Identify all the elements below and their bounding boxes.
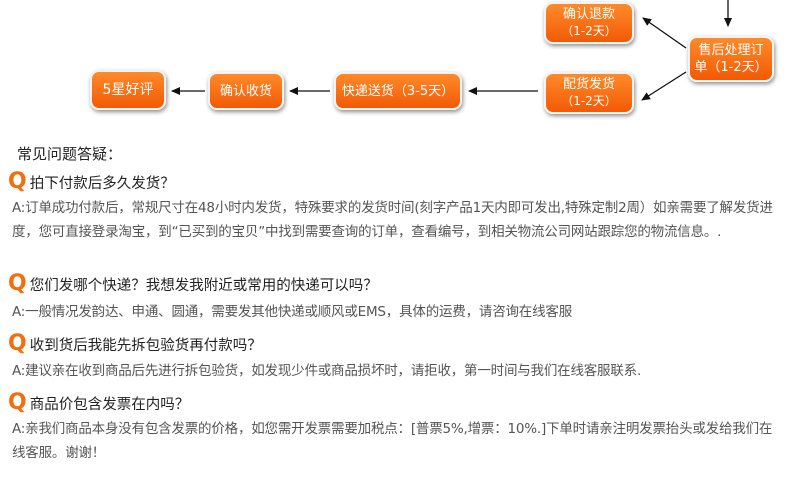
question-text: 收到货后我能先拆包验货再付款吗？ [29,337,262,354]
faq-heading: 常见问题答疑： [17,145,123,163]
after-sales-box: 售后处理订单（1-2天） [688,36,774,82]
faq-question-2: Q 您们发哪个快递？我想发我附近或常用的快递可以吗？ [8,272,378,296]
q-icon: Q [8,390,27,415]
question-text: 您们发哪个快递？我想发我附近或常用的快递可以吗？ [29,277,378,294]
confirm-refund-box: 确认退款 （1-2天） [544,2,634,44]
arrow-after-sales-to-delivery [641,71,687,101]
q-icon: Q [8,331,27,356]
confirm-refund-label: 确认退款 [562,7,615,22]
faq-answer-3: A:建议亲在收到商品后先进行拆包验货，如发现少件或商品损坏时，请拒收，第一时间与… [12,363,642,379]
faq-answer-2: A:一般情况发韵达、申通、圆通，需要发其他快递或顺风或EMS，具体的运费，请咨询… [12,304,572,320]
confirm-receipt-box: 确认收货 [208,72,284,110]
q-icon: Q [8,271,27,296]
flow-arrows [171,0,732,101]
confirm-receipt-label: 确认收货 [219,83,272,99]
faq-answer-1: A:订单成功付款后，常规尺寸在48小时内发货，特殊要求的发货时间(刻字产品1天内… [12,200,773,240]
delivery-label: 配货发货 [562,77,615,92]
q-icon: Q [8,169,27,194]
express-box: 快递送货（3-5天） [334,72,462,110]
five-star-rating-box: 5星好评 [90,70,166,110]
delivery-days: （1-2天） [561,94,617,108]
arrow-after-sales-to-refund [642,17,687,49]
five-star-label: 5星好评 [102,81,154,98]
express-label: 快递送货（3-5天） [341,83,455,99]
faq-question-1: Q 拍下付款后多久发货？ [8,170,175,194]
delivery-box: 配货发货 （1-2天） [544,72,634,114]
faq-question-4: Q 商品价包含发票在内吗？ [8,391,189,415]
confirm-refund-days: （1-2天） [561,24,617,38]
faq-answer-4: A:亲我们商品本身没有包含发票的价格，如您需开发票需要加税点：[普票5%,增票：… [12,421,773,461]
question-text: 商品价包含发票在内吗？ [29,396,190,413]
faq-question-3: Q 收到货后我能先拆包验货再付款吗？ [8,332,262,356]
order-flow-diagram: 确认退款 （1-2天） 售后处理订单（1-2天） 配货发货 （1-2天） 快递送… [0,0,790,140]
question-text: 拍下付款后多久发货？ [29,175,175,192]
after-sales-label: 售后处理订单（1-2天） [694,43,768,75]
